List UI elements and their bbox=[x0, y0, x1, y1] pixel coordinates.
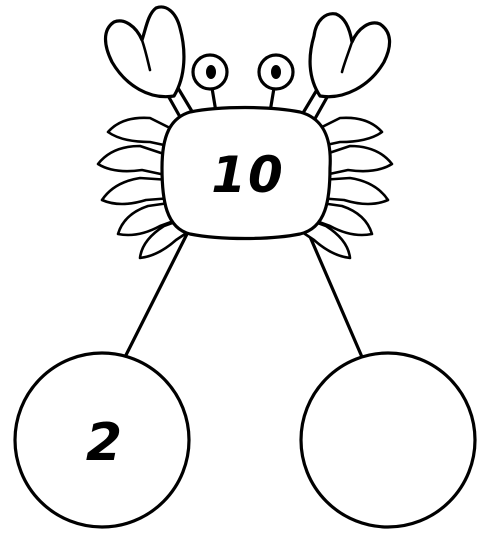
crab-icon bbox=[98, 7, 392, 258]
crab-eye-left bbox=[193, 55, 227, 89]
whole-number: 10 bbox=[211, 146, 285, 204]
part-circle-right[interactable] bbox=[301, 353, 475, 527]
crab-eye-right bbox=[259, 55, 293, 89]
part-number-left: 2 bbox=[86, 413, 122, 473]
crab-claw-right bbox=[310, 14, 390, 97]
